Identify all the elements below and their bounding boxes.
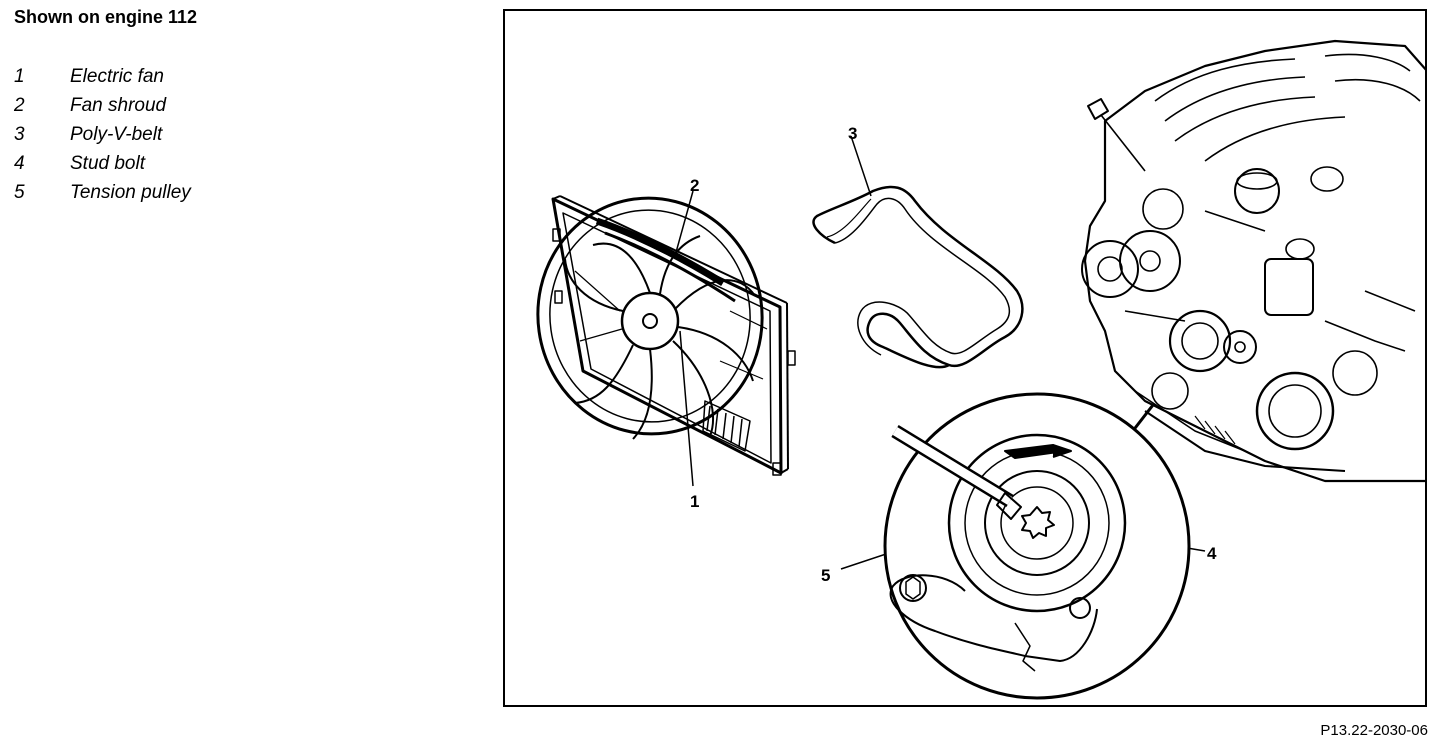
legend-item: 4 Stud bolt [14,149,191,178]
callout-3: 3 [848,124,857,143]
legend-item: 3 Poly-V-belt [14,120,191,149]
tension-pulley-detail-illustration [883,392,1191,700]
legend-item: 2 Fan shroud [14,91,191,120]
engine-block-illustration [1081,39,1425,483]
page-heading: Shown on engine 112 [14,7,198,27]
legend-number: 5 [14,181,25,203]
callout-1: 1 [690,492,699,511]
legend-number: 4 [14,152,25,174]
legend-label: Stud bolt [70,152,145,174]
legend-label: Electric fan [70,65,164,87]
callout-5: 5 [821,566,830,585]
legend-label: Tension pulley [70,181,191,203]
callout-2: 2 [690,176,699,195]
diagram-drawing: 2 1 3 4 5 [536,39,1425,700]
legend-label: Poly-V-belt [70,123,163,145]
legend-number: 3 [14,123,25,145]
diagram-frame: 2 1 3 4 5 [503,9,1427,707]
parts-legend: 1 Electric fan 2 Fan shroud 3 Poly-V-bel… [14,62,191,207]
fan-assembly-illustration [536,195,796,476]
legend-label: Fan shroud [70,94,167,116]
callout-4: 4 [1207,544,1217,563]
legend-number: 1 [14,65,25,87]
legend-item: 5 Tension pulley [14,178,191,207]
legend-number: 2 [14,94,25,116]
figure-id: P13.22-2030-06 [1320,722,1428,739]
legend-item: 1 Electric fan [14,62,191,91]
poly-v-belt-illustration [812,185,1024,369]
